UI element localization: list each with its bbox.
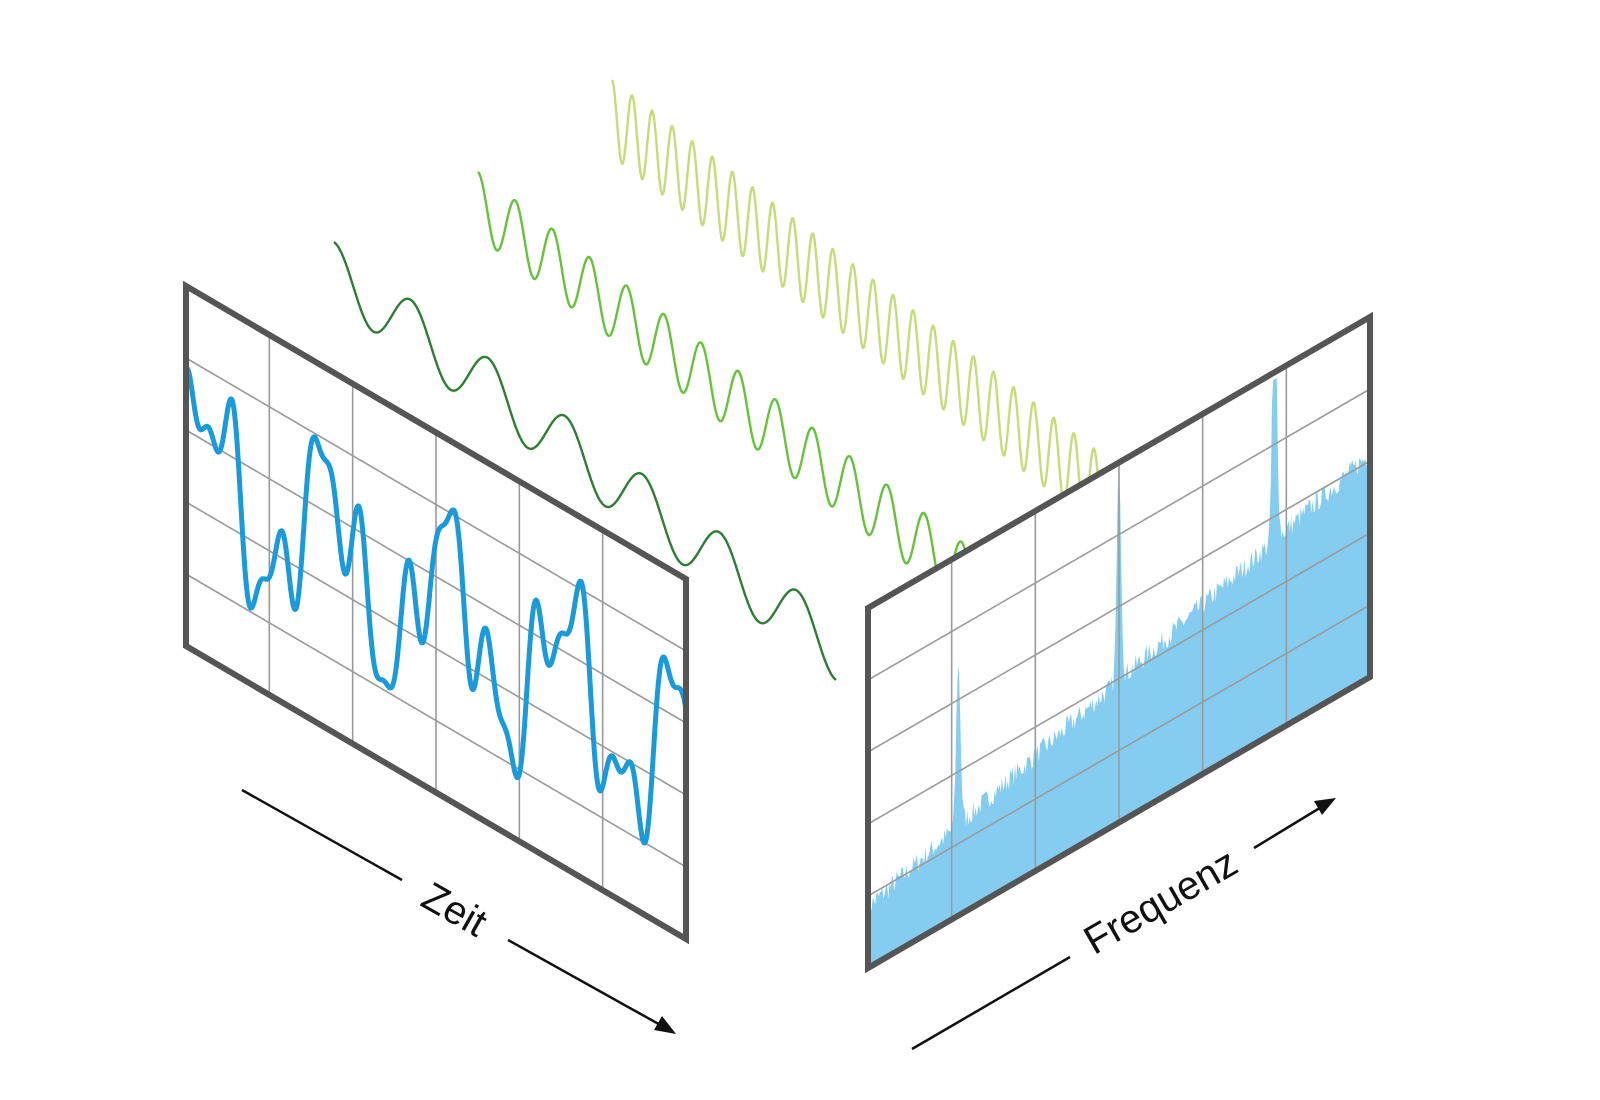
frequency-axis-arrow-line — [1253, 804, 1324, 850]
time-axis-line-start — [241, 788, 403, 882]
frequency-axis-arrowhead — [1314, 798, 1336, 815]
frequency-domain-panel — [865, 311, 1373, 974]
grid-line-horizontal — [185, 429, 687, 724]
component-waves — [333, 79, 1115, 681]
grid-line-horizontal — [867, 532, 1371, 825]
grid-line-horizontal — [185, 501, 687, 796]
time-axis-arrow-line — [507, 938, 665, 1029]
time-panel-frame — [183, 280, 689, 945]
frequency-panel-frame — [865, 311, 1373, 974]
wave-mid-frequency — [477, 171, 981, 621]
time-domain-panel — [183, 280, 689, 945]
grid-line-horizontal — [185, 573, 687, 868]
wave-high-frequency — [610, 79, 1115, 534]
time-axis-label: Zeit — [414, 874, 494, 945]
grid-line-horizontal — [185, 357, 687, 652]
time-signal-curve — [183, 365, 689, 846]
wave-low-frequency — [333, 241, 837, 681]
time-axis-arrowhead — [654, 1016, 676, 1034]
grid-line-horizontal — [867, 460, 1371, 753]
time-panel-grid — [185, 334, 687, 891]
frequency-axis-line-start — [911, 955, 1071, 1051]
frequency-panel-grid — [867, 365, 1371, 920]
grid-line-horizontal — [867, 388, 1371, 681]
grid-line-horizontal — [867, 604, 1371, 897]
frequency-axis-label: Frequenz — [1077, 841, 1245, 964]
